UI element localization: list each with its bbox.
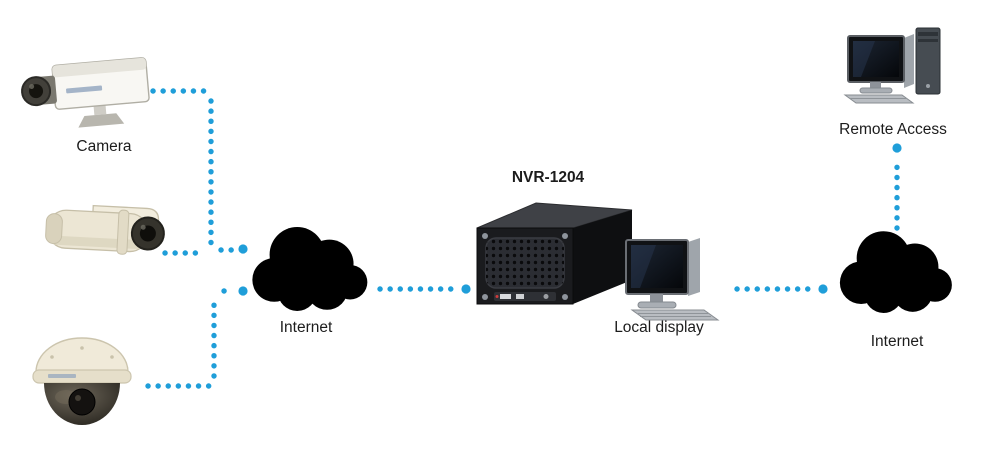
remote-access-label: Remote Access	[839, 121, 947, 138]
cloud-icon-left	[252, 227, 368, 311]
camera-label: Camera	[76, 138, 132, 155]
dome-camera-icon	[32, 337, 132, 425]
nvr-label: NVR-1204	[512, 169, 585, 186]
junction-dot	[238, 286, 248, 296]
junction-dot	[892, 143, 902, 153]
internet-right-label: Internet	[871, 333, 924, 350]
junction-dot	[818, 284, 828, 294]
internet-left-label: Internet	[280, 319, 333, 336]
junction-dot	[461, 284, 471, 294]
monitor-keyboard-icon	[625, 238, 720, 321]
brand-strip	[66, 85, 103, 94]
local-display-label: Local display	[614, 319, 704, 336]
dotted-connectors	[145, 88, 900, 389]
box-camera-icon	[21, 57, 150, 128]
junction-dot	[238, 244, 248, 254]
brand-strip	[48, 374, 76, 378]
nvr-icon	[476, 202, 633, 305]
junction-dots	[238, 143, 902, 296]
bullet-camera-icon	[45, 204, 165, 255]
cloud-icon-right	[839, 231, 952, 313]
desktop-computer-icon	[843, 27, 941, 104]
